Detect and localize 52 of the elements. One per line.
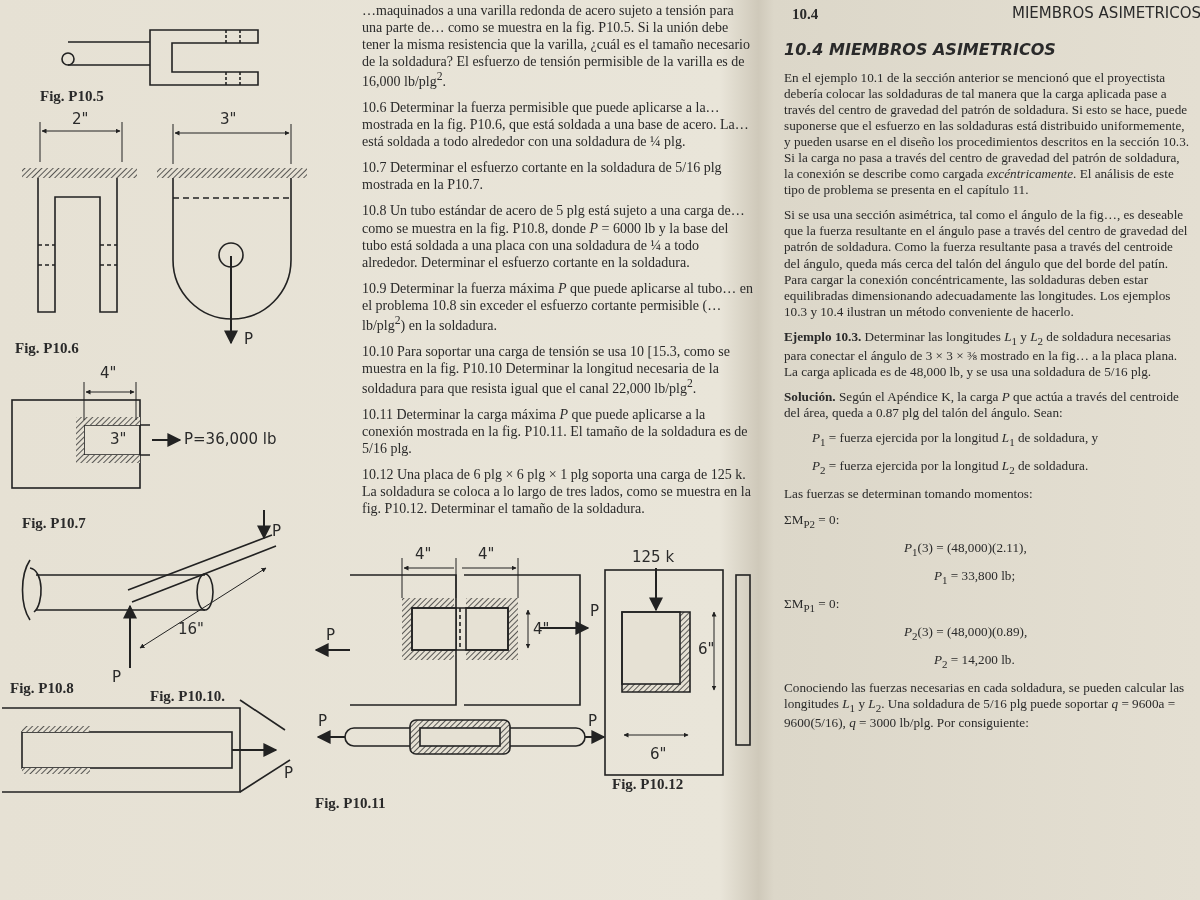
problem-text: 10.12 Una placa de 6 plg × 6 plg × 1 plg soporta una carga de 125 k. La soldadura se coloca a lo largo de tres lados, como se muestra en la fig. P10.12. Determinar el tamaño de la soldadura. [362, 465, 752, 517]
dimension-label: 4" [100, 364, 117, 382]
force-label: 125 k [632, 548, 675, 566]
figure-caption: Fig. P10.11 [315, 795, 386, 812]
force-label: P [112, 668, 122, 686]
solution-paragraph: Solución. Según el Apéndice K, la carga P que actúa a través del centroide del área, queda a 0.87 plg del talón del ángulo. Sean: [784, 389, 1180, 422]
dimension-label: 4" [533, 620, 550, 638]
problem-text: …maquinados a una varilla redonda de acero sujeto a tensión para una parte de… como se muestra en la fig. P10.5. Si la unión debe tener la misma resistencia que la varilla, ¿cuál es el tamaño necesario de la soldadura? El esfuerzo de tensión permisible de la varilla es de 16,000 lb/plg$^{2}$. [362, 2, 751, 91]
page-number: 10.4 [792, 6, 819, 23]
dimension-label: 3" [220, 110, 237, 128]
figure-caption: Fig. P10.8 [10, 680, 74, 697]
figure-caption: Fig. P10.12 [612, 776, 684, 793]
force-label: P [272, 522, 282, 540]
body-paragraph: Las fuerzas se determinan tomando momentos: [784, 486, 1034, 503]
dimension-label: 3" [110, 430, 127, 448]
figure-caption: Fig. P10.6 [15, 340, 79, 357]
dimension-label: 6" [650, 745, 667, 763]
equation: P$_{1}$(3) = (48,000)(2.11), [903, 539, 1028, 559]
problem-text: 10.7 Determinar el esfuerzo cortante en la soldadura de 5/16 plg mostrada en la P10.7. [362, 159, 723, 194]
force-label: P [590, 602, 600, 620]
equation: P$_{2}$(3) = (48,000)(0.89), [903, 623, 1029, 643]
example-paragraph: Ejemplo 10.3. Determinar las longitudes L$_{1}$ y L$_{2}$ de soldadura necesarias para conectar el ángulo de 3 × 3 × ⅜ mostrado en la fig… a la placa plana. La carga aplicada es de 48,000 lb, y se usa una soldadura de 5/16 plg. [784, 328, 1179, 381]
force-label: P [588, 712, 598, 730]
dimension-label: 16" [178, 620, 204, 638]
figure-caption: Fig. P10.5 [40, 88, 104, 105]
problem-text: 10.6 Determinar la fuerza permisible que puede aplicarse a la… mostrada en la fig. P10.6, que está soldada a una base de acero. La… está soldada a todo alrededor con una soldadura de ¼ plg. [362, 99, 750, 151]
equation-condition: ΣM$_{P1}$ = 0: [784, 595, 841, 615]
force-label: P [326, 626, 336, 644]
force-label: P [318, 712, 328, 730]
body-paragraph: Si se usa una sección asimétrica, tal como el ángulo de la fig…, es deseable que la fuerza resultante en el ángulo pase a través del centro de gravedad del patrón de soldadura. Como la fuerza resultante pasa a través del centroide del ángulo, queda más cerca del talón del ángulo que del borde del patín. Para cargar la conexión concéntricamente, las soldaduras deben estar equilibradas dimensionando adecuadamente las longitudes. Los ejemplos 10.3 y 10.4 ilustran un método conveniente de hacerlo. [784, 207, 1189, 320]
problem-text: 10.8 Un tubo estándar de acero de 5 plg está sujeto a una carga de… como se muestra en la fig. P10.8, donde P = 6000 lb y la base del tubo está soldada a una placa con una soldadura de ¼ a todo alrededor. Determinar el esfuerzo cortante en la soldadura. [362, 202, 746, 271]
equation: P$_{2}$ = 14,200 lb. [933, 651, 1016, 671]
figure-caption: Fig. P10.7 [22, 515, 86, 532]
force-label: P [284, 764, 294, 782]
dimension-label: 2" [72, 110, 89, 128]
force-label: P [244, 330, 254, 348]
definition-text: P$_{1}$ = fuerza ejercida por la longitud L$_{1}$ de soldadura, y [811, 430, 1100, 450]
force-label: P=36,000 lb [184, 430, 277, 448]
problem-text: 10.10 Para soportar una carga de tensión se usa 10 [15.3, como se muestra en la fig. P10.10 Determinar la longitud necesaria de la soldadura para que resista igual que el canal 22,000 lb/plg$^{2}$. [362, 342, 731, 397]
dimension-label: 4" [478, 545, 495, 563]
equation: P$_{1}$ = 33,800 lb; [933, 567, 1017, 587]
figure-caption: Fig. P10.10. [150, 688, 225, 705]
running-head: MIEMBROS ASIMETRICOS [1012, 4, 1200, 22]
dimension-label: 4" [415, 545, 432, 563]
equation-condition: ΣM$_{P2}$ = 0: [784, 511, 841, 531]
body-paragraph: En el ejemplo 10.1 de la sección anterior se mencionó que el proyectista debería colocar las soldaduras de tal manera que la carga aplicada pase a través del centro de gravedad del patrón de soldadura. Si esto se hace, puede suponerse que el esfuerzo en las soldaduras está distribuido uniformemente, y pueden usarse en el diseño los procedimientos descritos en la sección 10.3. Si la carga no pasa a través del centro de gravedad del patrón de soldadura, la conexión se describe como cargada excéntricamente. El análisis de este tipo de problema se presenta en el capítulo 11. [784, 69, 1191, 199]
definition-text: P$_{2}$ = fuerza ejercida por la longitud L$_{2}$ de soldadura. [811, 458, 1090, 478]
problem-text: 10.11 Determinar la carga máxima P que puede aplicarse a la conexión mostrada en la fig. P10.11. El tamaño de la soldadura es de 5/16 plg. [362, 405, 749, 457]
dimension-label: 6" [698, 640, 715, 658]
problem-text: 10.9 Determinar la fuerza máxima P que puede aplicarse al tubo… en el problema 10.8 sin exceder el esfuerzo cortante permisible (… lb/plg$^{2}$) en la soldadura. [362, 279, 754, 334]
body-paragraph: Conociendo las fuerzas necesarias en cada soldadura, se pueden calcular las longitudes L$_{1}$ y L$_{2}$. Una soldadura de 5/16 plg puede soportar q = 9600a = 9600(5/16), q = 3000 lb/plg. Por consiguiente: [784, 679, 1186, 732]
section-heading: 10.4 MIEMBROS ASIMETRICOS [784, 40, 1057, 60]
